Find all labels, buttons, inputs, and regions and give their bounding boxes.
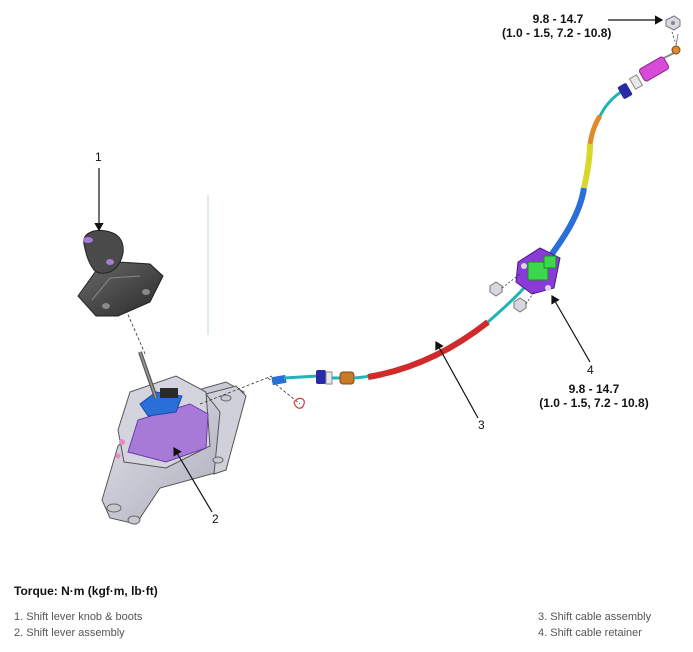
torque-spec-top-value: 9.8 - 14.7	[532, 12, 584, 26]
legend-item-2: 2. Shift lever assembly	[14, 627, 125, 639]
shift-knob	[83, 230, 124, 274]
upper-nut	[665, 15, 681, 31]
leader-3	[435, 340, 479, 419]
shift-boot	[77, 261, 164, 317]
legend-item-1: 1. Shift lever knob & boots	[14, 611, 143, 623]
cable-clip	[293, 397, 305, 409]
callout-3: 3	[478, 418, 485, 432]
cable-segment-yellow	[581, 143, 593, 189]
retainer-nut-2	[513, 297, 527, 313]
callout-1: 1	[95, 150, 102, 164]
torque-spec-top: 9.8 - 14.7 (1.0 - 1.5, 7.2 - 10.8)	[502, 12, 611, 40]
torque-spec-top-converted: (1.0 - 1.5, 7.2 - 10.8)	[502, 26, 612, 40]
cable-segment-red	[367, 319, 490, 380]
torque-spec-retainer: 9.8 - 14.7 (1.0 - 1.5, 7.2 - 10.8)	[536, 382, 652, 410]
cable-segment-blue	[543, 187, 587, 264]
torque-spec-retainer-converted: (1.0 - 1.5, 7.2 - 10.8)	[539, 396, 649, 410]
assembly-line-cable	[199, 375, 273, 405]
torque-units-heading: Torque: N·m (kgf·m, lb·ft)	[14, 584, 158, 598]
shift-cable-assembly	[271, 33, 681, 386]
exploded-parts-diagram	[77, 15, 681, 525]
retainer-nut-1	[489, 281, 503, 297]
cable-end-boot	[638, 56, 670, 82]
assembly-line-knob	[125, 309, 147, 357]
legend-item-3: 3. Shift cable assembly	[538, 611, 652, 623]
leader-4	[551, 294, 591, 363]
shift-cable-retainer	[515, 247, 561, 295]
shift-lever-assembly	[101, 351, 247, 525]
legend-item-4: 4. Shift cable retainer	[538, 627, 642, 639]
leader-2	[173, 446, 213, 513]
callout-2: 2	[212, 512, 219, 526]
callout-4: 4	[587, 363, 594, 377]
lever-side-panel	[127, 403, 209, 463]
torque-spec-retainer-value: 9.8 - 14.7	[568, 382, 620, 396]
shift-lever-knob-and-boots	[77, 230, 164, 317]
